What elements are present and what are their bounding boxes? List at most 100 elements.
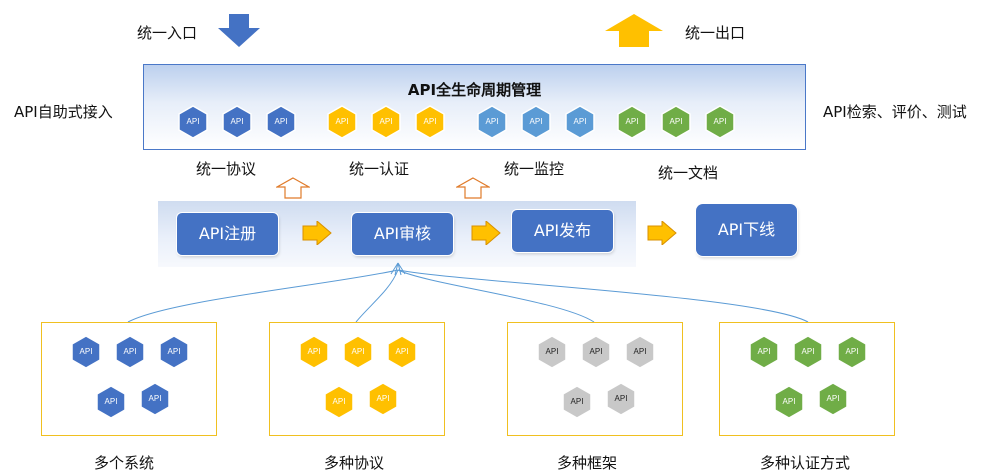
api-hexagon: API bbox=[749, 335, 779, 369]
hexagon-icon bbox=[159, 335, 189, 369]
api-hexagon: API bbox=[299, 335, 329, 369]
self-service-access-label: API自助式接入 bbox=[14, 103, 113, 121]
unified-protocol-label: 统一协议 bbox=[196, 160, 257, 178]
hexagon-icon bbox=[343, 335, 373, 369]
api-hexagon: API bbox=[96, 385, 126, 419]
hexagon-label: API bbox=[801, 347, 815, 356]
hexagon-icon bbox=[371, 105, 401, 139]
hexagon-icon bbox=[581, 335, 611, 369]
api-hexagon: API bbox=[371, 105, 401, 139]
hexagon-label: API bbox=[545, 347, 559, 356]
api-hexagon: API bbox=[581, 335, 611, 369]
arrow-right-icon bbox=[471, 221, 501, 245]
api-hexagon: API bbox=[71, 335, 101, 369]
api-register-step: API注册 bbox=[177, 213, 278, 255]
hexagon-icon bbox=[818, 382, 848, 416]
hexagon-label: API bbox=[395, 347, 409, 356]
hexagon-label: API bbox=[167, 347, 181, 356]
hexagon-label: API bbox=[570, 397, 584, 406]
hexagon-label: API bbox=[79, 347, 93, 356]
api-hexagon: API bbox=[625, 335, 655, 369]
outline-up-arrow-icon bbox=[276, 177, 310, 199]
hexagon-icon bbox=[140, 382, 170, 416]
api-offline-step: API下线 bbox=[696, 204, 797, 256]
connector-line-auth-methods bbox=[397, 269, 809, 323]
hexagon-label: API bbox=[274, 117, 288, 126]
outline-up-arrow-icon bbox=[456, 177, 490, 199]
arrow-down-icon bbox=[218, 14, 260, 47]
api-hexagon: API bbox=[477, 105, 507, 139]
hexagon-label: API bbox=[423, 117, 437, 126]
api-hexagon: API bbox=[115, 335, 145, 369]
hexagon-icon bbox=[774, 385, 804, 419]
api-hexagon: API bbox=[368, 382, 398, 416]
hexagon-icon bbox=[749, 335, 779, 369]
hexagon-label: API bbox=[148, 394, 162, 403]
api-hexagon: API bbox=[661, 105, 691, 139]
hexagon-label: API bbox=[123, 347, 137, 356]
hexagon-icon bbox=[705, 105, 735, 139]
hexagon-label: API bbox=[376, 394, 390, 403]
hexagon-icon bbox=[793, 335, 823, 369]
hexagon-label: API bbox=[573, 117, 587, 126]
unified-auth-label: 统一认证 bbox=[349, 160, 410, 178]
connector-line-systems bbox=[127, 269, 399, 323]
hexagon-label: API bbox=[826, 394, 840, 403]
entry-label: 统一入口 bbox=[137, 24, 198, 42]
hexagon-label: API bbox=[757, 347, 771, 356]
hexagon-icon bbox=[661, 105, 691, 139]
api-hexagon: API bbox=[159, 335, 189, 369]
hexagon-label: API bbox=[351, 347, 365, 356]
arrow-up-icon bbox=[605, 14, 663, 47]
hexagon-icon bbox=[837, 335, 867, 369]
api-hexagon: API bbox=[705, 105, 735, 139]
hexagon-icon bbox=[562, 385, 592, 419]
hexagon-label: API bbox=[614, 394, 628, 403]
multiple-protocols-label: 多种协议 bbox=[324, 454, 385, 472]
search-review-test-label: API检索、评价、测试 bbox=[823, 103, 967, 121]
exit-label: 统一出口 bbox=[685, 24, 746, 42]
arrow-right-icon bbox=[302, 221, 332, 245]
connector-arrowheads bbox=[390, 262, 406, 276]
api-hexagon: API bbox=[617, 105, 647, 139]
api-review-step: API审核 bbox=[352, 213, 453, 255]
hexagon-icon bbox=[521, 105, 551, 139]
hexagon-icon bbox=[178, 105, 208, 139]
hexagon-label: API bbox=[230, 117, 244, 126]
api-hexagon: API bbox=[387, 335, 417, 369]
hexagon-icon bbox=[299, 335, 329, 369]
hexagon-icon bbox=[115, 335, 145, 369]
multiple-frameworks-label: 多种框架 bbox=[557, 454, 618, 472]
hexagon-label: API bbox=[669, 117, 683, 126]
api-hexagon: API bbox=[837, 335, 867, 369]
hexagon-label: API bbox=[625, 117, 639, 126]
api-hexagon: API bbox=[140, 382, 170, 416]
hexagon-icon bbox=[625, 335, 655, 369]
hexagon-icon bbox=[324, 385, 354, 419]
hexagon-label: API bbox=[335, 117, 349, 126]
api-publish-step: API发布 bbox=[512, 210, 613, 252]
hexagon-label: API bbox=[186, 117, 200, 126]
api-hexagon: API bbox=[324, 385, 354, 419]
api-hexagon: API bbox=[793, 335, 823, 369]
hexagon-icon bbox=[327, 105, 357, 139]
api-hexagon: API bbox=[343, 335, 373, 369]
hexagon-label: API bbox=[307, 347, 321, 356]
unified-doc-label: 统一文档 bbox=[658, 164, 719, 182]
api-hexagon: API bbox=[562, 385, 592, 419]
hexagon-label: API bbox=[845, 347, 859, 356]
hexagon-icon bbox=[477, 105, 507, 139]
hexagon-label: API bbox=[104, 397, 118, 406]
hexagon-icon bbox=[617, 105, 647, 139]
hexagon-label: API bbox=[782, 397, 796, 406]
lifecycle-panel: API全生命周期管理 bbox=[143, 64, 806, 150]
api-hexagon: API bbox=[537, 335, 567, 369]
hexagon-label: API bbox=[589, 347, 603, 356]
api-hexagon: API bbox=[266, 105, 296, 139]
multiple-systems-label: 多个系统 bbox=[94, 454, 155, 472]
hexagon-icon bbox=[606, 382, 636, 416]
hexagon-label: API bbox=[485, 117, 499, 126]
api-hexagon: API bbox=[222, 105, 252, 139]
hexagon-label: API bbox=[379, 117, 393, 126]
